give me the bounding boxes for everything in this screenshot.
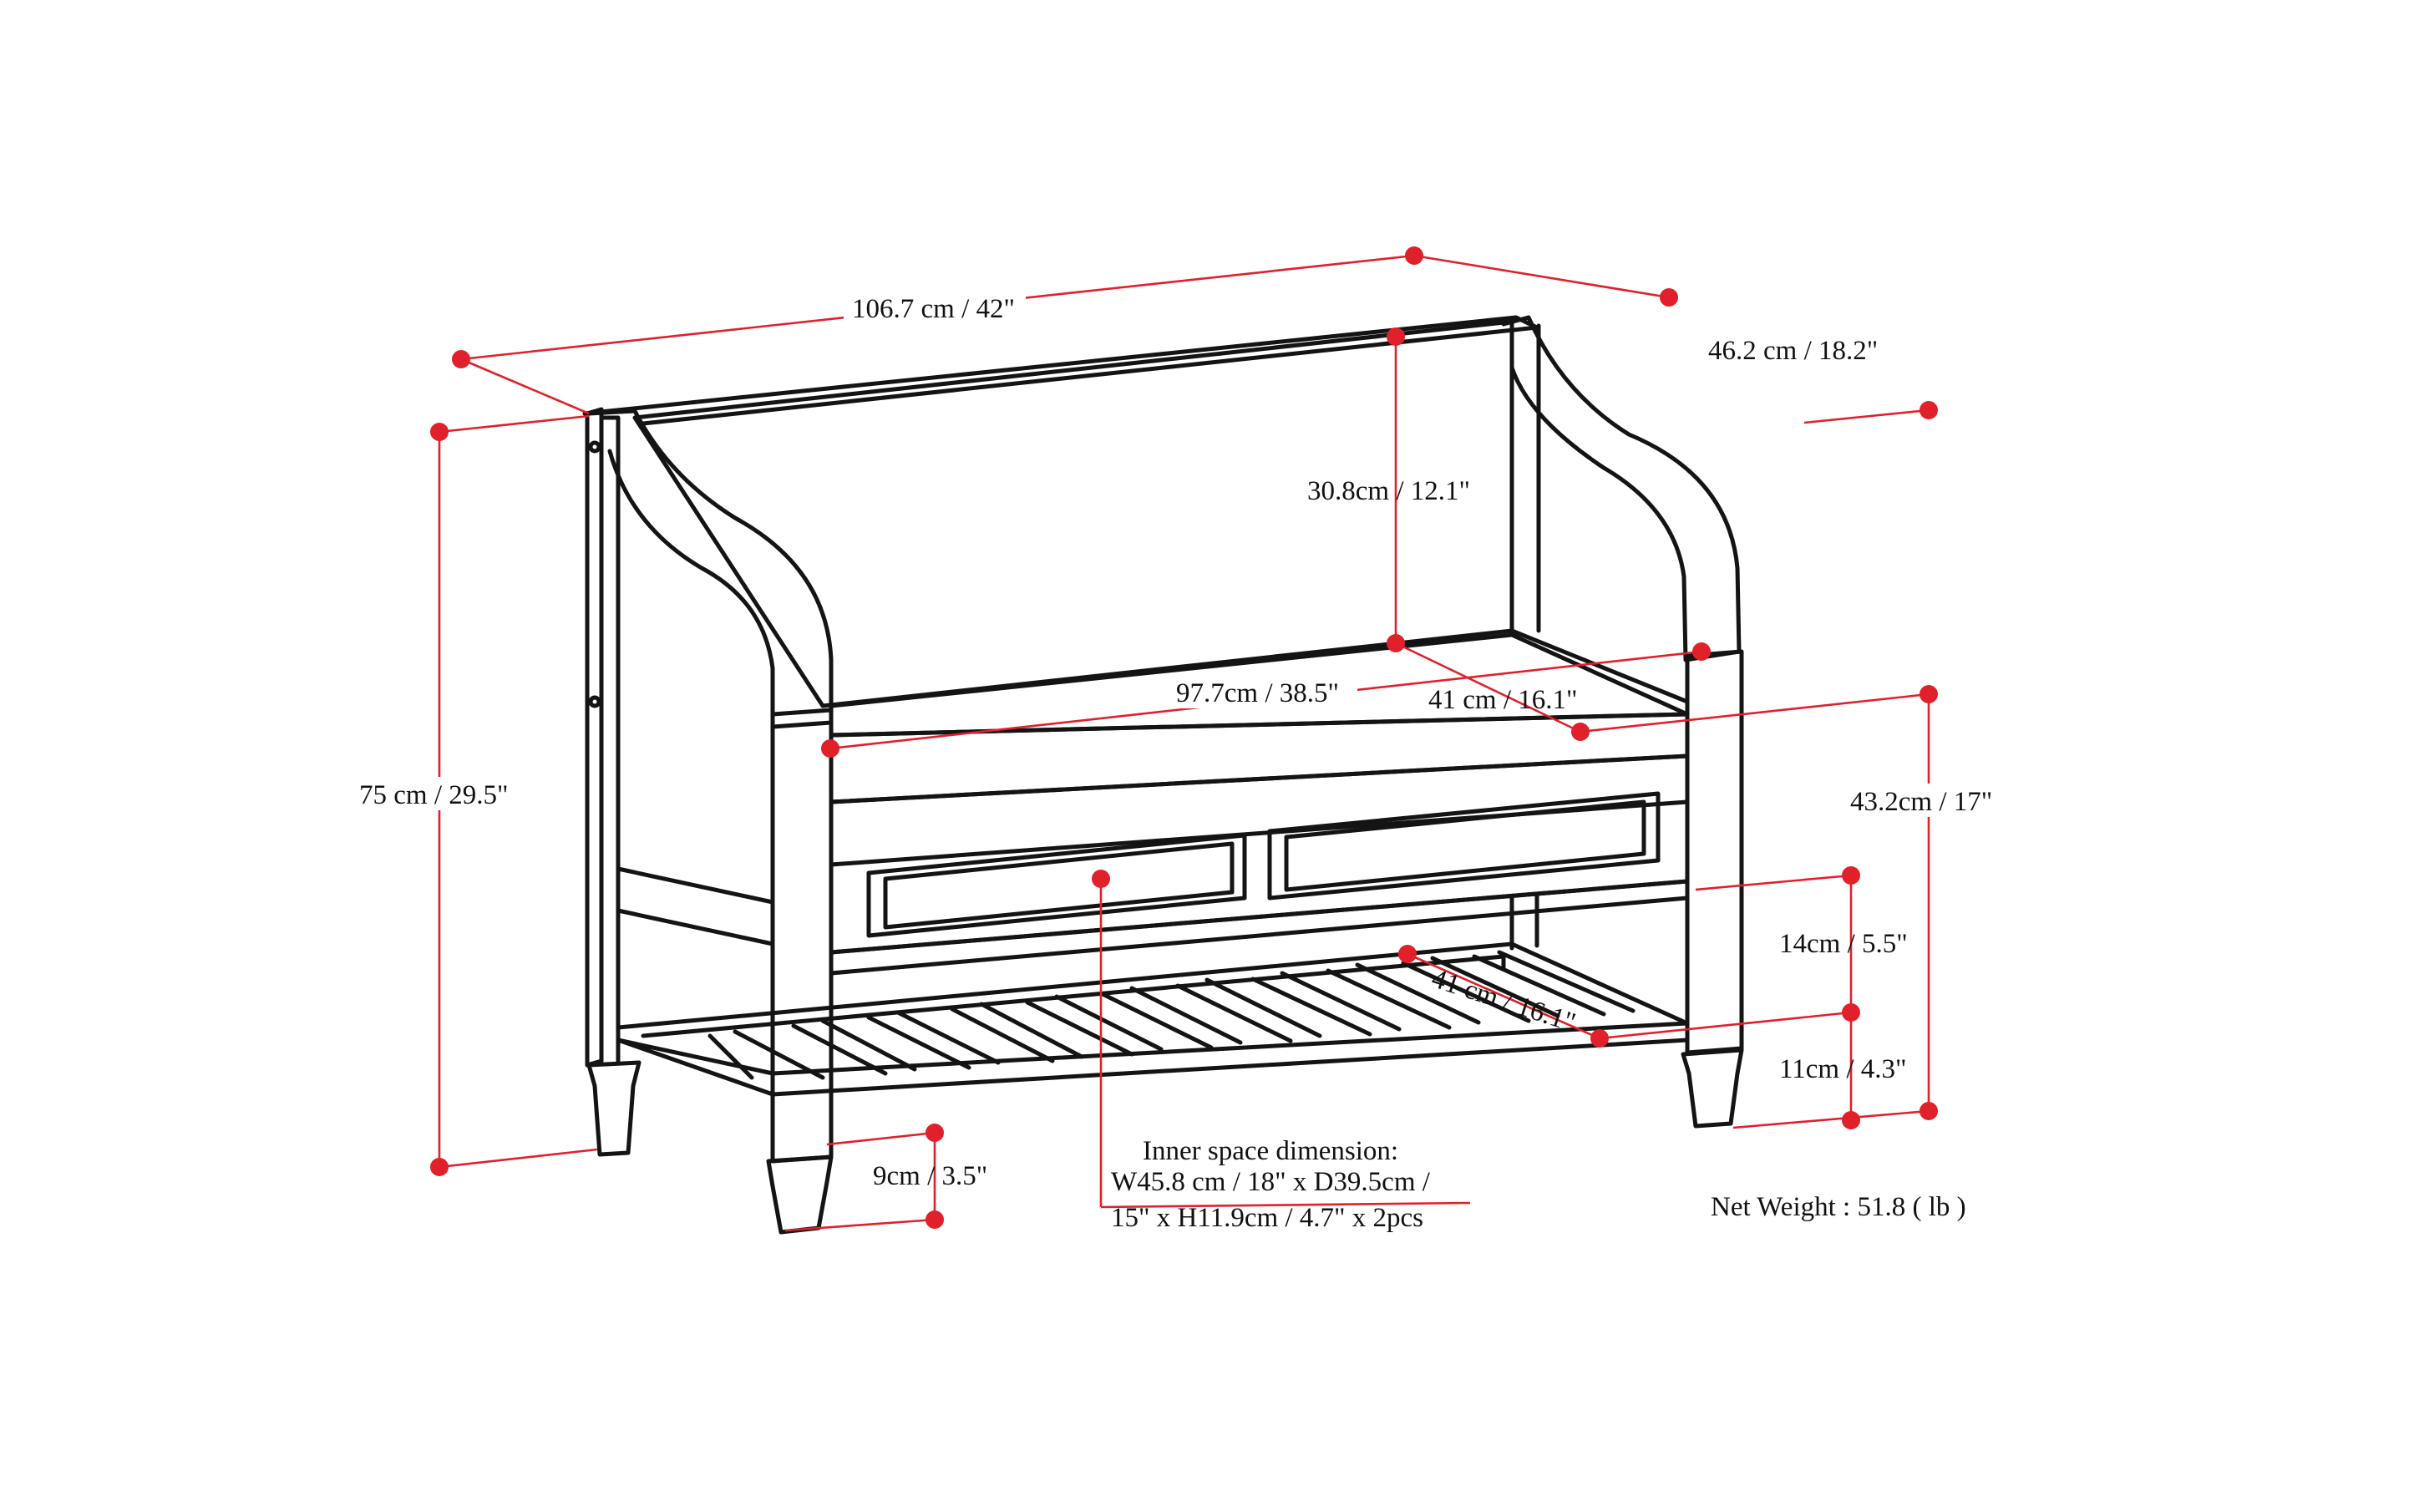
dimension-endpoint-dot [926, 1124, 944, 1142]
inner-space-line-2: W45.8 cm / 18" x D39.5cm / [1111, 1167, 1431, 1197]
dimension-endpoint-dot [1842, 1111, 1860, 1129]
back-top-rail [582, 315, 1539, 426]
dimension-endpoint-dot [1920, 685, 1938, 703]
dimension-endpoint-dot [1920, 401, 1938, 419]
seat-height-label: 43.2cm / 17" [1850, 787, 1992, 817]
dimension-endpoint-dot [452, 350, 470, 368]
dimension-endpoint-dot [1387, 327, 1405, 346]
left-back-foot [586, 1060, 642, 1157]
overall-width-ext-left [460, 358, 590, 415]
shelf-front-rail [616, 1021, 1690, 1097]
net-weight-label: Net Weight : 51.8 ( lb ) [1711, 1192, 1966, 1222]
seat-height-ext-top [1580, 693, 1930, 733]
overall-depth-line [1413, 254, 1670, 299]
inner-space-line-3: 15" x H11.9cm / 4.7" x 2pcs [1111, 1203, 1423, 1233]
dimension-endpoint-dot [1398, 945, 1417, 963]
shelf-slats [707, 950, 1636, 1080]
seat-depth-line [1395, 642, 1581, 733]
drawer-right [1267, 791, 1661, 901]
dimension-lines [430, 246, 1938, 1232]
drawer-frame [829, 799, 1690, 955]
leg-height-ext-top [826, 1131, 936, 1146]
dimension-endpoint-dot [1405, 246, 1423, 265]
shelf-depth-line [1407, 952, 1600, 1040]
left-back-post [599, 415, 621, 1063]
shelf-gap-ext [1695, 874, 1852, 891]
left-arm [586, 408, 834, 729]
dimension-endpoint-dot [1692, 642, 1711, 661]
drawer-left [866, 833, 1247, 938]
dimension-endpoint-dot [1092, 870, 1110, 888]
inner-space-underline [1100, 1201, 1471, 1209]
right-back-leg [1509, 893, 1539, 951]
back-height-label: 30.8cm / 12.1" [1307, 476, 1470, 506]
dimension-endpoint-dot [1920, 1102, 1938, 1120]
overall-height-ext-bottom [439, 1148, 598, 1169]
left-front-foot [766, 1154, 834, 1235]
dimension-endpoint-dot [1842, 1003, 1860, 1022]
inner-space-line-1: Inner space dimension: [1143, 1136, 1398, 1166]
dimension-labels: 106.7 cm / 42" 46.2 cm / 18.2" 30.8cm / … [355, 291, 2013, 1233]
dimension-endpoint-dot [1571, 723, 1590, 741]
right-arm-rail [1509, 628, 1690, 704]
left-screw-mid [588, 695, 601, 708]
right-arm [1501, 315, 1742, 662]
seat-depth-label: 41 cm / 16.1" [1428, 685, 1577, 715]
leg-height-label: 9cm / 3.5" [873, 1161, 987, 1191]
seat-front-edge [829, 712, 1690, 804]
shelf-height-ext [1599, 1011, 1852, 1040]
right-front-post [1685, 649, 1744, 1055]
drawer-bottom-rail [829, 879, 1690, 976]
dimension-endpoint-dot [1842, 866, 1860, 885]
dimension-endpoint-dot [926, 1210, 944, 1229]
shelf-back-rail [641, 954, 1506, 1038]
left-screw-top [588, 440, 601, 454]
seat-width-label: 97.7cm / 38.5" [1176, 678, 1339, 708]
dimension-endpoint-dot [430, 423, 449, 441]
drawer-right-inner [1284, 799, 1646, 892]
overall-depth-label: 46.2 cm / 18.2" [1708, 336, 1878, 366]
dimension-endpoint-dot [430, 1158, 449, 1176]
overall-height-ext-top [439, 414, 590, 434]
right-front-foot [1681, 1048, 1744, 1129]
dimension-endpoint-dot [1590, 1029, 1609, 1048]
left-side-panel [585, 407, 604, 1068]
seat-height-ext-bottom [1732, 1109, 1930, 1129]
dimension-endpoint-dot [1660, 288, 1678, 307]
seat-lip [829, 753, 1690, 804]
dimension-endpoint-dot [1387, 634, 1405, 652]
shelf-height-label: 11cm / 4.3" [1779, 1054, 1906, 1084]
left-side-rail [616, 866, 775, 946]
overall-depth-ext [1803, 408, 1930, 424]
right-back-post [1509, 322, 1541, 637]
shelf-gap-label: 14cm / 5.5" [1779, 929, 1908, 959]
bench-illustration [582, 315, 1744, 1235]
overall-width-label: 106.7 cm / 42" [852, 294, 1015, 324]
overall-height-label: 75 cm / 29.5" [359, 780, 508, 810]
drawer-left-inner [883, 841, 1235, 930]
dimension-endpoint-dot [821, 739, 839, 758]
leg-height-ext-bottom [784, 1218, 936, 1232]
